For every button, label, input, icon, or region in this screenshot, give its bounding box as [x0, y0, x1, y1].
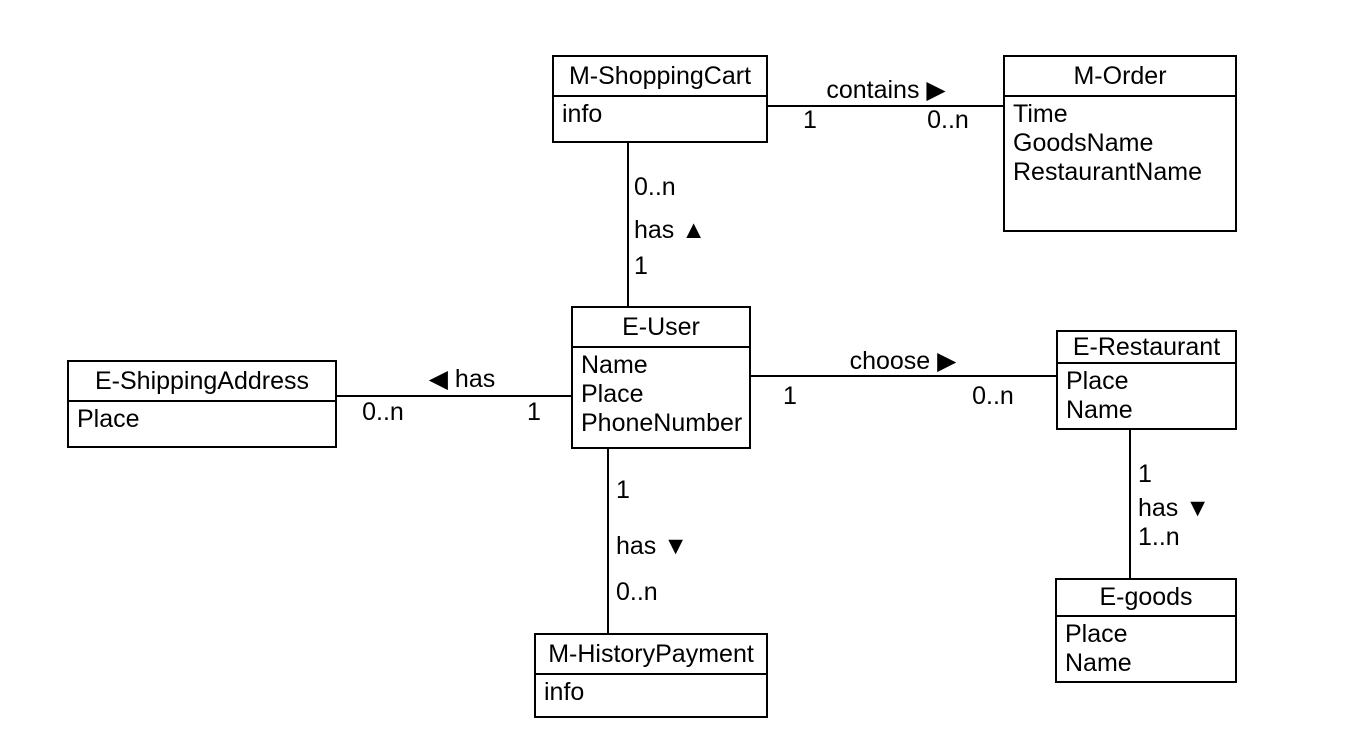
- entity-attribute: Place: [77, 405, 140, 433]
- relation-line-restaurant-has-goods: [1129, 430, 1131, 578]
- entity-attribute: Place: [1065, 620, 1128, 648]
- relation-label-choose: choose ▶: [849, 347, 957, 375]
- entity-m-historypayment: M-HistoryPayment info: [534, 633, 768, 718]
- entity-attrs-e-goods: Place Name: [1057, 617, 1235, 681]
- entity-attribute: GoodsName: [1013, 129, 1154, 157]
- entity-attrs-e-user: Name Place PhoneNumber: [573, 348, 749, 447]
- relation-mult-restaurant-end: 1: [1138, 460, 1152, 488]
- entity-attribute: Place: [581, 380, 644, 408]
- entity-title-m-historypayment: M-HistoryPayment: [536, 635, 766, 675]
- relation-mult-restaurant-side: 0..n: [972, 382, 1014, 410]
- entity-e-restaurant: E-Restaurant Place Name: [1056, 330, 1237, 430]
- relation-mult-shippingaddress-side: 0..n: [362, 398, 404, 426]
- entity-attribute: info: [544, 678, 585, 706]
- entity-m-shoppingcart: M-ShoppingCart info: [552, 55, 768, 143]
- relation-line-shippingaddress-has-user: [337, 395, 571, 397]
- relation-line-user-has-shoppingcart: [627, 143, 629, 306]
- entity-attribute: Place: [1066, 367, 1129, 395]
- relation-label-has-down-history: has ▼: [616, 532, 688, 560]
- entity-attribute: RestaurantName: [1013, 158, 1202, 186]
- entity-attrs-m-historypayment: info: [536, 675, 766, 716]
- entity-attrs-m-order: Time GoodsName RestaurantName: [1005, 97, 1235, 230]
- relation-mult-user-choose-side: 1: [783, 382, 797, 410]
- entity-e-shippingaddress: E-ShippingAddress Place: [67, 360, 337, 448]
- entity-title-e-restaurant: E-Restaurant: [1058, 332, 1235, 364]
- entity-attribute: PhoneNumber: [581, 409, 743, 437]
- relation-mult-user-side: 1: [527, 398, 541, 426]
- entity-title-m-shoppingcart: M-ShoppingCart: [554, 57, 766, 97]
- relation-line-user-has-historypayment: [607, 449, 609, 633]
- entity-title-e-user: E-User: [573, 308, 749, 348]
- relation-label-has-up: has ▲: [634, 216, 706, 244]
- relation-line-shoppingcart-contains-order: [768, 105, 1003, 107]
- relation-mult-goods-end: 1..n: [1138, 523, 1180, 551]
- entity-title-e-shippingaddress: E-ShippingAddress: [69, 362, 335, 402]
- relation-mult-user-end: 1: [634, 252, 648, 280]
- entity-attribute: info: [562, 100, 603, 128]
- relation-mult-order-side: 0..n: [927, 106, 969, 134]
- relation-mult-user-history-end: 1: [616, 476, 630, 504]
- relation-label-contains: contains ▶: [826, 76, 946, 104]
- entity-title-m-order: M-Order: [1005, 57, 1235, 97]
- relation-label-has-down-goods: has ▼: [1138, 494, 1210, 522]
- entity-attribute: Name: [1066, 396, 1133, 424]
- entity-attribute: Name: [581, 351, 648, 379]
- entity-m-order: M-Order Time GoodsName RestaurantName: [1003, 55, 1237, 232]
- relation-label-has-left: ◀ has: [428, 365, 496, 393]
- relation-line-user-choose-restaurant: [751, 375, 1056, 377]
- relation-mult-historypayment-end: 0..n: [616, 578, 658, 606]
- entity-attribute: Name: [1065, 649, 1132, 677]
- entity-e-goods: E-goods Place Name: [1055, 578, 1237, 683]
- entity-attrs-e-shippingaddress: Place: [69, 402, 335, 446]
- entity-attribute: Time: [1013, 100, 1068, 128]
- entity-attrs-m-shoppingcart: info: [554, 97, 766, 141]
- relation-mult-shoppingcart-side: 1: [803, 106, 817, 134]
- entity-title-e-goods: E-goods: [1057, 580, 1235, 617]
- entity-e-user: E-User Name Place PhoneNumber: [571, 306, 751, 449]
- entity-attrs-e-restaurant: Place Name: [1058, 364, 1235, 428]
- relation-mult-shoppingcart-end: 0..n: [634, 173, 676, 201]
